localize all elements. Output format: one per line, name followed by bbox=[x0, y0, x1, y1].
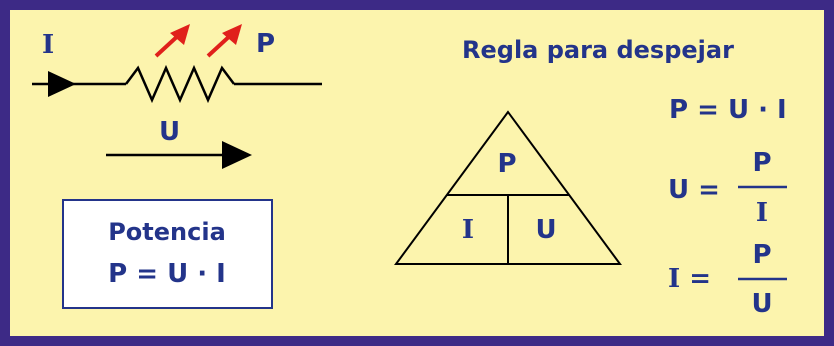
pui-triangle: P I U bbox=[394, 110, 622, 265]
triangle-top-letter: P bbox=[497, 149, 516, 179]
power-label: P bbox=[256, 29, 275, 59]
power-dissipation-arrows bbox=[154, 24, 242, 58]
potencia-box: Potencia P = U · I bbox=[62, 199, 273, 309]
formula-voltage-lhs: U = bbox=[668, 175, 720, 205]
rule-heading: Regla para despejar bbox=[462, 36, 734, 64]
resistor-zigzag bbox=[125, 64, 235, 104]
formula-voltage-numerator: P bbox=[752, 148, 771, 178]
potencia-title: Potencia bbox=[108, 218, 226, 246]
formula-current-lhs: I = bbox=[668, 264, 711, 294]
potencia-formula: P = U · I bbox=[108, 259, 226, 289]
current-label: I bbox=[42, 30, 54, 60]
formula-current-denominator: U bbox=[751, 289, 772, 319]
formulas: P = U · I U = P I I = P U bbox=[668, 95, 787, 319]
potencia-box-border bbox=[62, 199, 273, 309]
formula-voltage-denominator: I bbox=[756, 198, 768, 228]
voltage-arrow-head bbox=[222, 141, 252, 169]
triangle-bottom-right-letter: U bbox=[535, 215, 556, 245]
formula-current-numerator: P bbox=[752, 240, 771, 270]
triangle-bottom-left-letter: I bbox=[462, 215, 474, 245]
current-arrow-head bbox=[48, 71, 76, 97]
resistor-circuit: I P U bbox=[32, 24, 322, 169]
formula-power: P = U · I bbox=[669, 95, 787, 125]
voltage-label: U bbox=[159, 117, 180, 147]
